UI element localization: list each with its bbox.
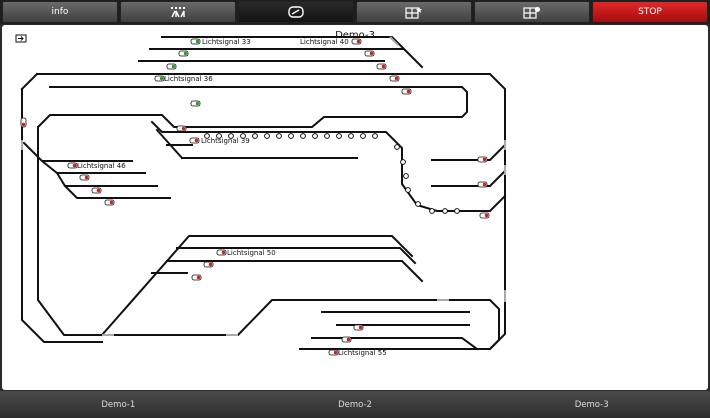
signal-46[interactable]: [67, 162, 78, 169]
tab-label: Demo-1: [101, 399, 136, 410]
signal-55[interactable]: [328, 349, 339, 356]
signal-label-46: Lichtsignal 46: [77, 162, 126, 170]
track-lower-station: [100, 235, 424, 337]
signal-g[interactable]: [190, 100, 201, 107]
layout-settings-button[interactable]: [474, 1, 590, 23]
signal-d[interactable]: [376, 63, 387, 70]
signal-q[interactable]: [353, 324, 364, 331]
tab-label: Demo-2: [338, 399, 372, 410]
turnout-grid-icon: [171, 7, 185, 18]
tab-demo-1[interactable]: Demo-1: [0, 391, 237, 418]
signal-i[interactable]: [79, 174, 90, 181]
signal-label-39: Lichtsignal 39: [201, 137, 250, 145]
layout-panel: Demo-3: [2, 25, 708, 390]
page-title: Demo-3: [335, 30, 375, 41]
track-inner-loop: [37, 86, 500, 351]
signal-label-55: Lichtsignal 55: [338, 349, 387, 357]
signal-a[interactable]: [178, 50, 189, 57]
layout-settings-icon: [523, 6, 540, 19]
stop-button[interactable]: STOP: [592, 1, 708, 23]
signal-label-33: Lichtsignal 33: [202, 38, 251, 46]
track-layout: Lichtsignal 33 Lichtsignal 40 Lichtsigna…: [15, 34, 507, 357]
signal-36[interactable]: [154, 75, 165, 82]
track-top-sidings: [126, 36, 424, 88]
layout-edit-icon: [405, 6, 422, 19]
controller-button[interactable]: [238, 1, 354, 23]
signal-b[interactable]: [364, 50, 375, 57]
signal-r[interactable]: [341, 336, 352, 343]
signal-o[interactable]: [203, 261, 214, 268]
layout-edit-button[interactable]: [356, 1, 472, 23]
exit-icon[interactable]: [15, 34, 27, 43]
info-button[interactable]: info: [2, 1, 118, 23]
signal-label-50: Lichtsignal 50: [227, 249, 276, 257]
signal-j[interactable]: [91, 187, 102, 194]
tab-demo-3[interactable]: Demo-3: [473, 391, 710, 418]
signal-e[interactable]: [389, 75, 400, 82]
signal-p[interactable]: [191, 274, 202, 281]
track-right-stubs: [431, 143, 507, 212]
signal-l[interactable]: [477, 156, 488, 163]
signal-f[interactable]: [401, 88, 412, 95]
tab-demo-2[interactable]: Demo-2: [237, 391, 474, 418]
signal-m[interactable]: [477, 181, 488, 188]
signal-33[interactable]: [190, 38, 201, 45]
signal-k[interactable]: [104, 199, 115, 206]
signal-40[interactable]: [351, 38, 362, 45]
layout-tabs: Demo-1 Demo-2 Demo-3: [0, 391, 710, 418]
signal-label-40: Lichtsignal 40: [300, 38, 349, 46]
signal-left-vertical[interactable]: [20, 117, 27, 128]
controller-icon: [288, 6, 304, 18]
signal-39[interactable]: [189, 137, 200, 144]
toolbar: info STOP: [0, 0, 710, 24]
track-bottom-sidings: [311, 311, 479, 351]
signal-n[interactable]: [479, 212, 490, 219]
info-label: info: [51, 7, 69, 17]
track-outer-loop: [20, 72, 506, 350]
tab-label: Demo-3: [574, 399, 609, 410]
signal-c[interactable]: [166, 63, 177, 70]
signal-label-36: Lichtsignal 36: [164, 75, 213, 83]
signal-h[interactable]: [176, 125, 187, 132]
stop-label: STOP: [638, 7, 662, 17]
signal-50[interactable]: [216, 249, 227, 256]
track-middle-station: [150, 120, 468, 212]
track-left-yard: [22, 141, 171, 199]
turnout-list-button[interactable]: [120, 1, 236, 23]
